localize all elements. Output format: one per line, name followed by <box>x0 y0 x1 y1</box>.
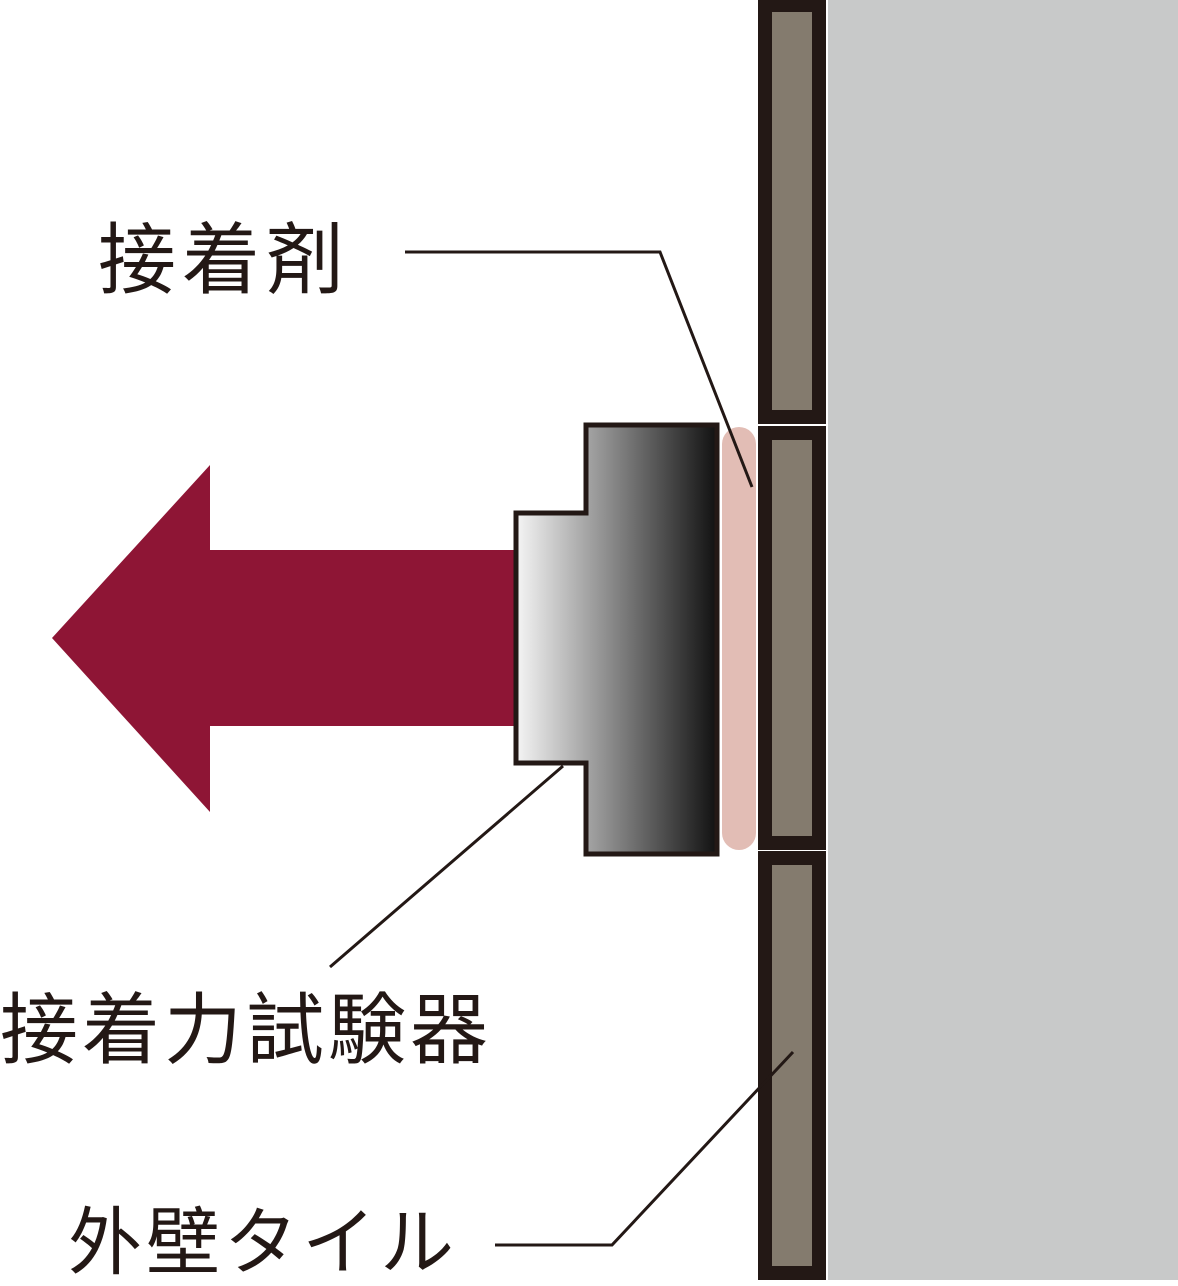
pull-direction-arrow-icon <box>52 465 520 812</box>
tile-bottom <box>758 851 826 1280</box>
tile-middle <box>758 426 826 850</box>
exterior-tiles <box>758 0 826 1280</box>
leader-line-adhesive <box>405 250 754 488</box>
adhesive-layer <box>722 427 756 850</box>
concrete-wall <box>828 0 1178 1280</box>
tile-top <box>758 0 826 424</box>
leader-line-tester <box>329 764 564 969</box>
exterior-tile-label: 外壁タイル <box>68 1200 458 1286</box>
adhesive-label: 接着剤 <box>98 216 351 306</box>
adhesion-tester-label: 接着力試験器 <box>0 986 493 1076</box>
adhesion-tester-body <box>513 422 720 857</box>
leader-line-tile <box>495 1050 795 1247</box>
